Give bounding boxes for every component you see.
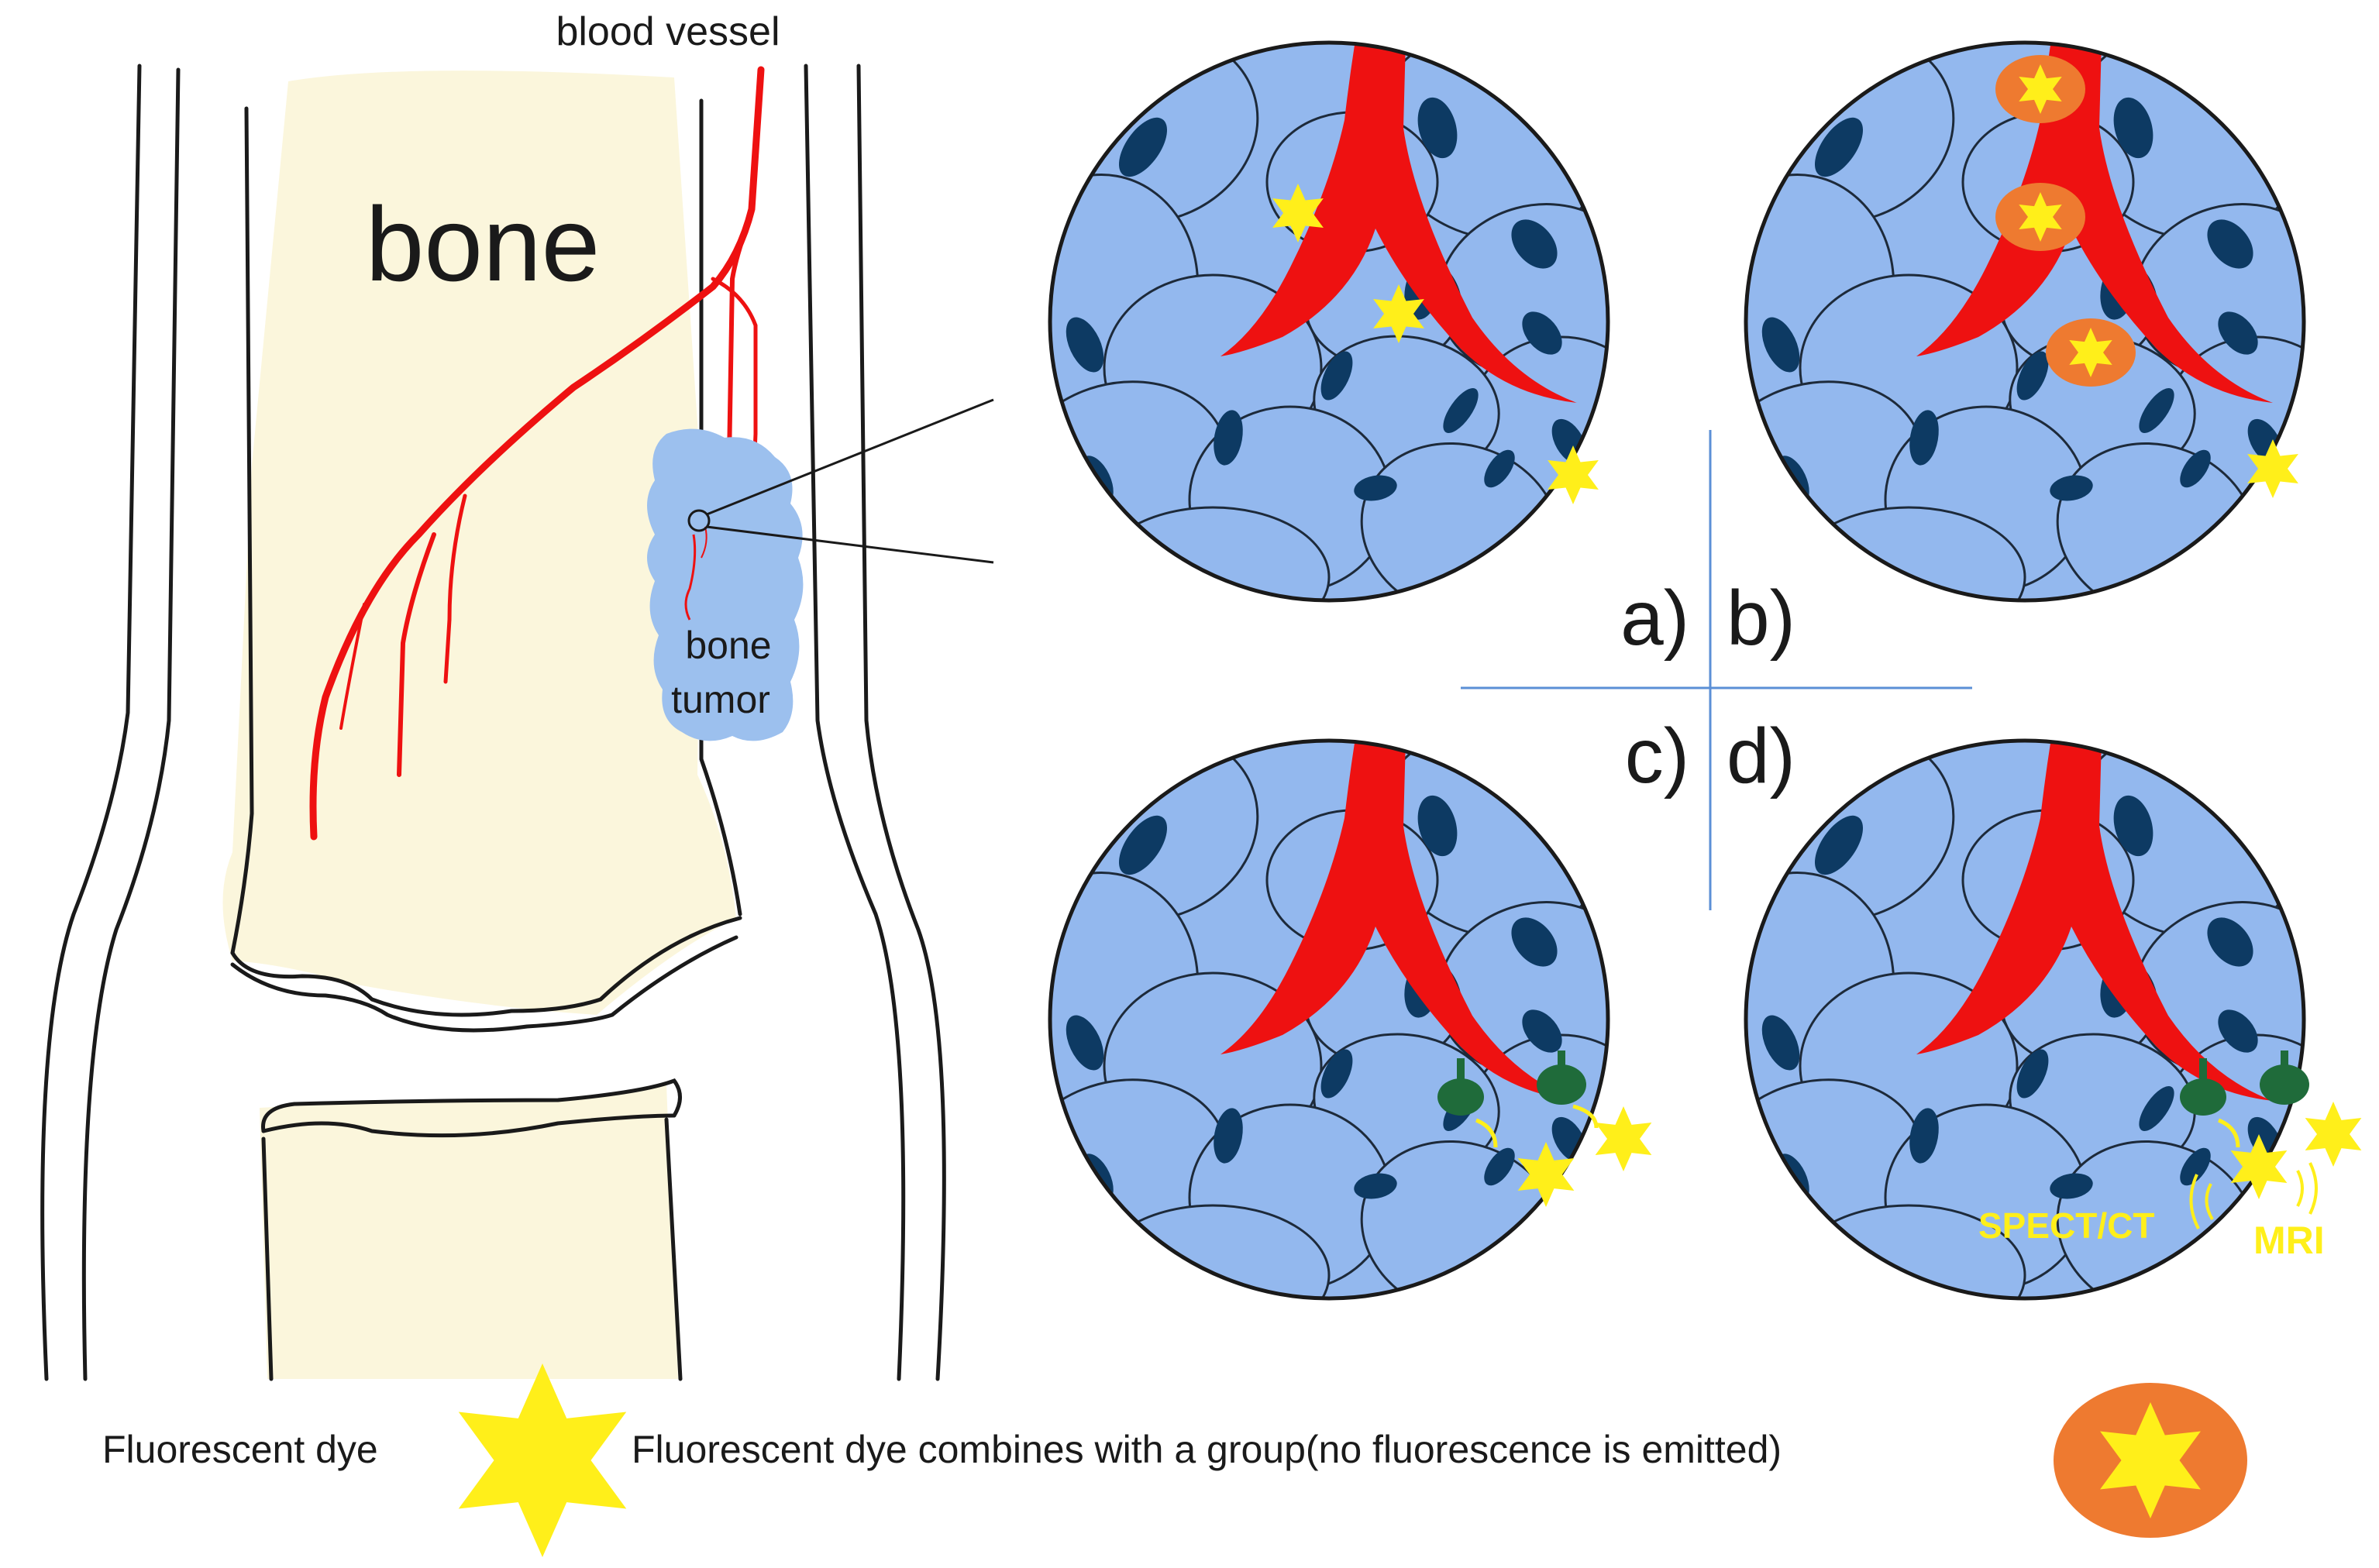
quenched-dye-icon xyxy=(2046,318,2136,387)
blood-vessel-label: blood vessel xyxy=(556,9,780,54)
signal-waves-icon xyxy=(2189,1162,2318,1229)
legend-dye-combined-label: Fluorescent dye combines with a group(no… xyxy=(632,1428,1782,1471)
quenched-dye-icon xyxy=(1995,183,2085,251)
bone-label: bone xyxy=(366,185,601,303)
fluorescent-dye-icon xyxy=(2305,1102,2362,1167)
legend-quenched-dye-icon xyxy=(2054,1383,2247,1538)
spect-ct-label: SPECT/CT xyxy=(1978,1205,2154,1246)
panel-divider xyxy=(1461,430,1972,910)
receptor-icon xyxy=(1537,1050,1586,1105)
panel-b-label: b) xyxy=(1727,575,1795,662)
legend-fluorescent-dye-label: Fluorescent dye xyxy=(102,1428,378,1471)
panel-d-label: d) xyxy=(1727,713,1795,799)
panel-a-label: a) xyxy=(1620,575,1689,662)
receptor-icon xyxy=(1437,1058,1484,1116)
panel-d-magnified-view: SPECT/CT MRI xyxy=(1744,738,2362,1301)
quenched-dye-icon xyxy=(1995,55,2085,123)
legend: Fluorescent dye Fluorescent dye combines… xyxy=(102,1363,2247,1557)
zoom-circle xyxy=(687,509,711,532)
fluorescent-dye-icon xyxy=(1595,1106,1652,1171)
bone-tumor-label-2: tumor xyxy=(671,678,770,721)
panel-a-magnified-view xyxy=(1048,40,1610,603)
panel-b-magnified-view xyxy=(1744,40,2306,603)
receptor-icon xyxy=(2180,1058,2226,1116)
receptor-icon xyxy=(2260,1050,2309,1105)
mri-label: MRI xyxy=(2253,1219,2325,1262)
bone-tumor-label-1: bone xyxy=(685,624,771,667)
anatomy-illustration: blood vessel bone bone tumor xyxy=(40,9,994,1381)
bone-tumor xyxy=(647,428,804,741)
panel-c-magnified-view xyxy=(1048,738,1652,1301)
panel-c-label: c) xyxy=(1625,713,1689,799)
blood-vessel-tree xyxy=(309,66,765,841)
legend-dye-icon xyxy=(458,1363,627,1557)
